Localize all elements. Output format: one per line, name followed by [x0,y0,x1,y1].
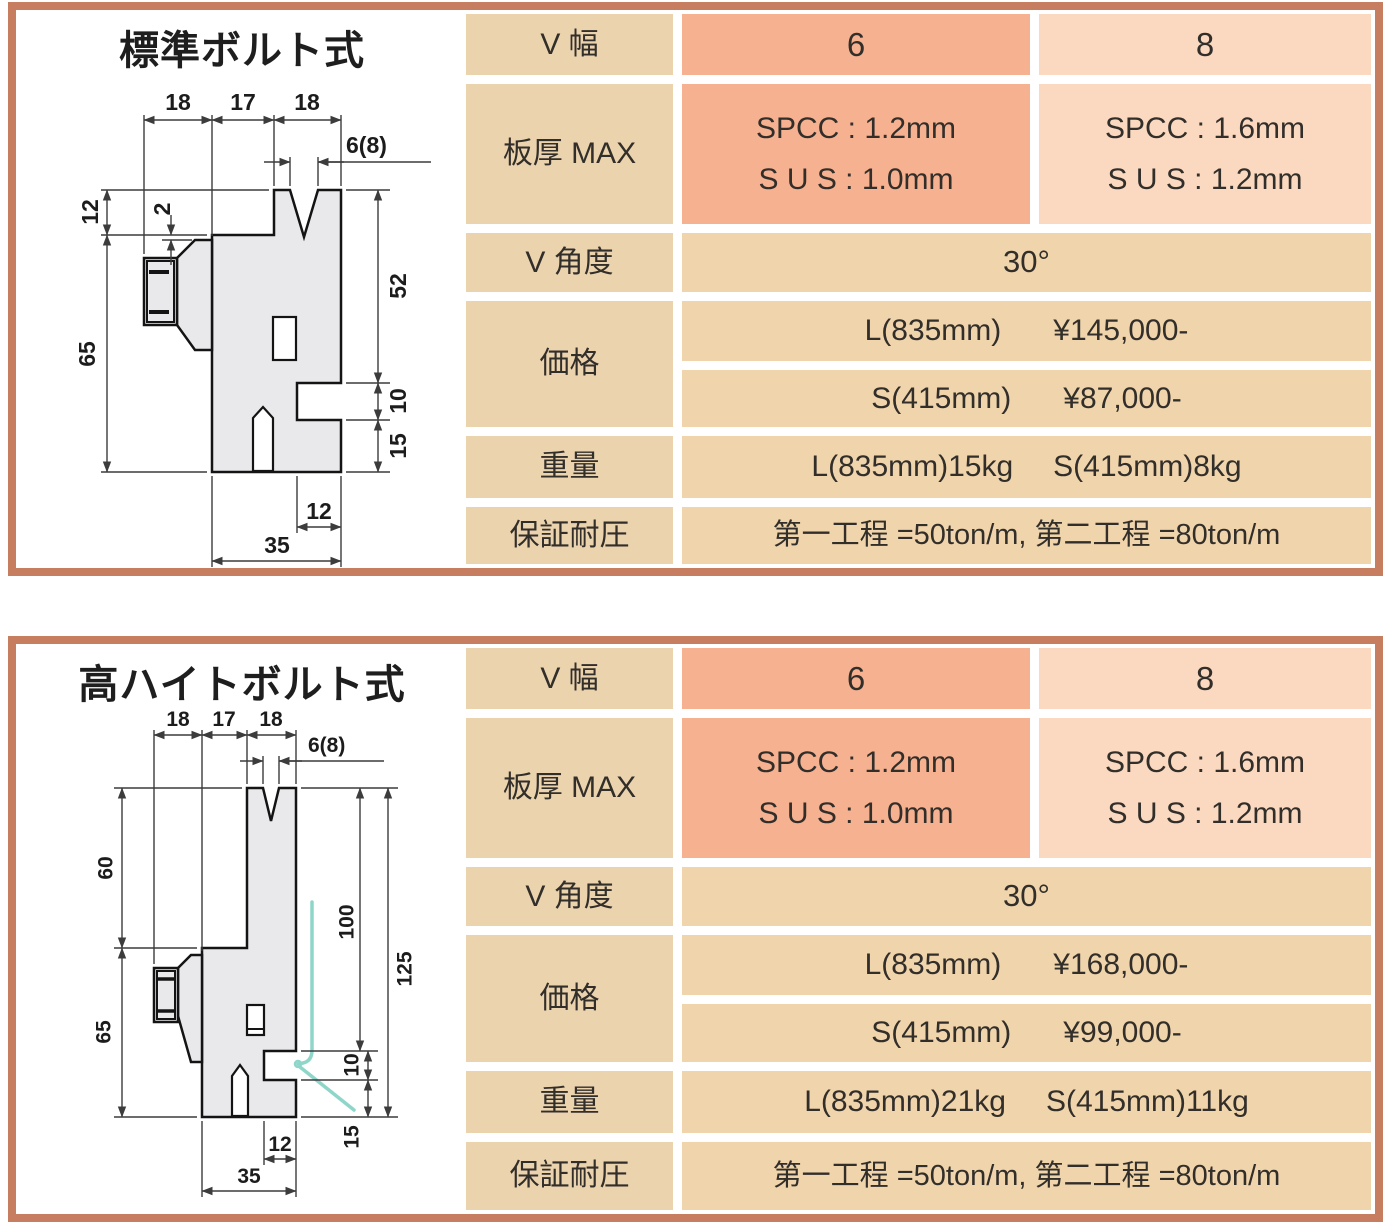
panel-title: 高ハイトボルト式 [78,663,406,707]
v-width-label-cell: V 幅 [466,648,673,709]
price-size: L(835mm) [864,314,1002,348]
price-size: L(835mm) [864,948,1002,982]
price-s-cell: S(415mm) ¥87,000- [682,370,1371,427]
thickness-6-cell: SPCC : 1.2mm S U S : 1.0mm [682,84,1030,224]
dimension-label: 18 [165,89,191,115]
v-width-6-cell: 6 [682,648,1030,709]
thickness-8-cell: SPCC : 1.6mm S U S : 1.2mm [1039,84,1371,224]
weight-value-cell: L(835mm)15kg S(415mm)8kg [682,436,1371,498]
dimension-label: 6(8) [308,734,345,757]
v-width-8-cell: 8 [1039,648,1371,709]
weight-value-cell: L(835mm)21kg S(415mm)11kg [682,1071,1371,1133]
panel-high-bolt: 18 17 18 6(8) 60 65 100 125 10 15 12 35 … [8,636,1383,1222]
dimension-label: 35 [264,532,290,558]
dimension-label: 12 [77,199,103,225]
weight-l: L(835mm)15kg [811,450,1014,484]
dimension-label: 12 [268,1133,291,1156]
panel-standard-bolt: 18 17 18 6(8) 12 2 52 65 10 15 12 35 標準ボ… [8,2,1383,576]
weight-label-cell: 重量 [466,1071,673,1133]
dimension-label: 18 [166,708,190,731]
dimension-label: 65 [93,1020,116,1044]
dimension-label: 17 [230,89,256,115]
spring-slot [230,1063,250,1118]
dimension-lines [101,115,431,567]
thickness-sus: S U S : 1.2mm [1107,797,1303,830]
cross-section-drawing-high: 18 17 18 6(8) 60 65 100 125 10 15 12 35 [93,708,417,1197]
price-amount: ¥99,000- [1063,1016,1182,1050]
thickness-spcc: SPCC : 1.6mm [1104,111,1306,145]
dimension-label: 2 [149,203,175,216]
dimension-labels: 18 17 18 6(8) 12 2 52 65 10 15 12 35 [74,89,411,558]
price-size: S(415mm) [871,381,1012,415]
price-s-cell: S(415mm) ¥99,000- [682,1004,1371,1062]
dimension-label: 35 [237,1165,261,1188]
v-angle-value-cell: 30° [682,233,1371,292]
spec-table: V 幅 6 8 板厚 MAX SPCC : 1.2mm S U S : 1.0m… [466,14,1371,564]
thickness-sus: S U S : 1.0mm [758,797,954,830]
weight-label-cell: 重量 [466,436,673,498]
clamp-collar [176,953,204,1064]
thickness-spcc: SPCC : 1.6mm [1104,745,1306,779]
thickness-6-cell: SPCC : 1.2mm S U S : 1.0mm [682,718,1030,858]
dimension-label: 100 [336,904,359,939]
dimension-label: 15 [385,433,411,459]
price-l-cell: L(835mm) ¥168,000- [682,935,1371,995]
price-label-cell: 価格 [466,935,673,1062]
weight-s: S(415mm)11kg [1045,1085,1249,1119]
thickness-8-cell: SPCC : 1.6mm S U S : 1.2mm [1039,718,1371,858]
thickness-sus: S U S : 1.2mm [1107,163,1303,196]
dimension-label: 12 [306,498,332,524]
v-angle-value-cell: 30° [682,867,1371,926]
thickness-sus: S U S : 1.0mm [758,163,954,196]
spring-slot [251,405,275,473]
panel-title: 標準ボルト式 [119,29,365,73]
dimension-lines [114,730,398,1197]
price-size: S(415mm) [871,1016,1012,1050]
price-amount: ¥87,000- [1063,381,1182,415]
thickness-label-cell: 板厚 MAX [466,84,673,224]
dimension-label: 17 [212,708,235,731]
dimension-label: 18 [294,89,320,115]
price-l-cell: L(835mm) ¥145,000- [682,301,1371,361]
pressure-value-cell: 第一工程 =50ton/m, 第二工程 =80ton/m [682,1142,1371,1210]
dimension-label: 125 [394,951,417,986]
cross-section-drawing-standard: 18 17 18 6(8) 12 2 52 65 10 15 12 35 [74,89,431,567]
weight-s: S(415mm)8kg [1053,450,1242,484]
v-width-label-cell: V 幅 [466,14,673,75]
weight-l: L(835mm)21kg [804,1085,1006,1119]
dimension-label: 15 [341,1125,364,1149]
bolt-head [142,256,179,327]
pressure-label-cell: 保証耐圧 [466,507,673,564]
dimension-label: 18 [259,708,283,731]
v-angle-label-cell: V 角度 [466,867,673,926]
dimension-label: 10 [341,1053,364,1076]
dimension-label: 6(8) [346,132,387,158]
spec-table: V 幅 6 8 板厚 MAX SPCC : 1.2mm S U S : 1.0m… [466,648,1371,1210]
bolt-hole [245,1003,266,1037]
pressure-value-cell: 第一工程 =50ton/m, 第二工程 =80ton/m [682,507,1371,564]
clamp-collar [175,238,214,352]
v-angle-label-cell: V 角度 [466,233,673,292]
dimension-label: 65 [74,341,100,367]
die-outline [200,786,298,1119]
dimension-label: 52 [385,273,411,299]
price-amount: ¥145,000- [1053,314,1189,348]
bolt-hole [271,315,298,362]
v-width-6-cell: 6 [682,14,1030,75]
thickness-spcc: SPCC : 1.2mm [755,111,957,145]
v-width-8-cell: 8 [1039,14,1371,75]
dimension-label: 10 [385,388,411,414]
bent-sheet-line [293,900,356,1112]
dimension-label: 60 [95,856,118,879]
thickness-label-cell: 板厚 MAX [466,718,673,858]
thickness-spcc: SPCC : 1.2mm [755,745,957,779]
pressure-label-cell: 保証耐圧 [466,1142,673,1210]
dimension-labels: 18 17 18 6(8) 60 65 100 125 10 15 12 35 [93,708,417,1188]
price-amount: ¥168,000- [1053,948,1189,982]
price-label-cell: 価格 [466,301,673,427]
